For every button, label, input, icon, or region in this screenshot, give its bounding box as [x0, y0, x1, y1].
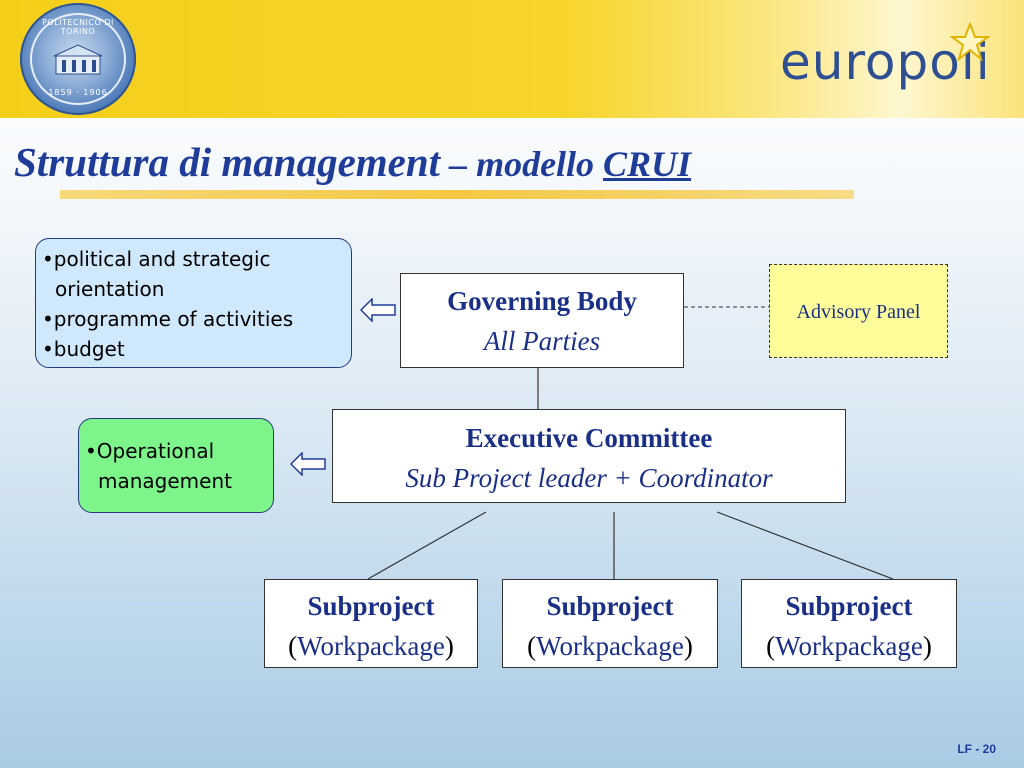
subproject-box: Subproject (Workpackage)	[264, 579, 478, 668]
note-item: •budget	[42, 337, 125, 361]
executive-committee-subtitle: Sub Project leader + Coordinator	[405, 463, 773, 493]
subproject-name: Subproject	[546, 591, 674, 621]
subproject-subtitle: (Workpackage)	[527, 631, 693, 661]
europoli-logo: europoli	[780, 33, 991, 91]
seal-top-text: POLITECNICO DI TORINO	[42, 18, 114, 36]
note-item: •political and strategic	[42, 247, 271, 271]
seal-bottom-text: 1859 · 1906	[48, 88, 108, 97]
subproject-subtitle: (Workpackage)	[288, 631, 454, 661]
governing-body-box: Governing Body All Parties	[400, 273, 684, 368]
star-icon	[950, 22, 990, 62]
title-underline-bar	[60, 190, 854, 199]
slide-title: Struttura di management – modello CRUI	[14, 138, 691, 196]
governing-notes-box: •political and strategic orientation •pr…	[35, 238, 352, 368]
note-item: •Operational	[85, 439, 215, 463]
note-item: management	[98, 469, 232, 493]
page-number: LF - 20	[957, 742, 996, 756]
title-sep: – modello	[440, 144, 604, 184]
subproject-name: Subproject	[307, 591, 435, 621]
advisory-panel-box: Advisory Panel	[769, 264, 948, 358]
subproject-subtitle: (Workpackage)	[766, 631, 932, 661]
executive-committee-box: Executive Committee Sub Project leader +…	[332, 409, 846, 503]
seal-ring	[30, 13, 126, 105]
governing-body-name: Governing Body	[447, 286, 637, 316]
exec-to-sub3-line	[716, 511, 894, 580]
executive-notes-box: •Operational management	[78, 418, 274, 513]
title-main: Struttura di management	[14, 139, 441, 185]
governing-body-subtitle: All Parties	[483, 326, 601, 356]
left-arrow-icon	[360, 298, 396, 322]
note-item: orientation	[55, 277, 165, 301]
title-crui: CRUI	[603, 144, 692, 184]
left-arrow-icon	[290, 452, 326, 476]
note-item: •programme of activities	[42, 307, 294, 331]
subproject-name: Subproject	[785, 591, 913, 621]
seal-building-icon	[53, 44, 103, 75]
exec-to-sub1-line	[367, 511, 487, 580]
subproject-box: Subproject (Workpackage)	[502, 579, 718, 668]
subproject-box: Subproject (Workpackage)	[741, 579, 957, 668]
slide-header: POLITECNICO DI TORINO 1859 · 1906 europo…	[0, 0, 1024, 118]
executive-committee-name: Executive Committee	[465, 423, 713, 453]
